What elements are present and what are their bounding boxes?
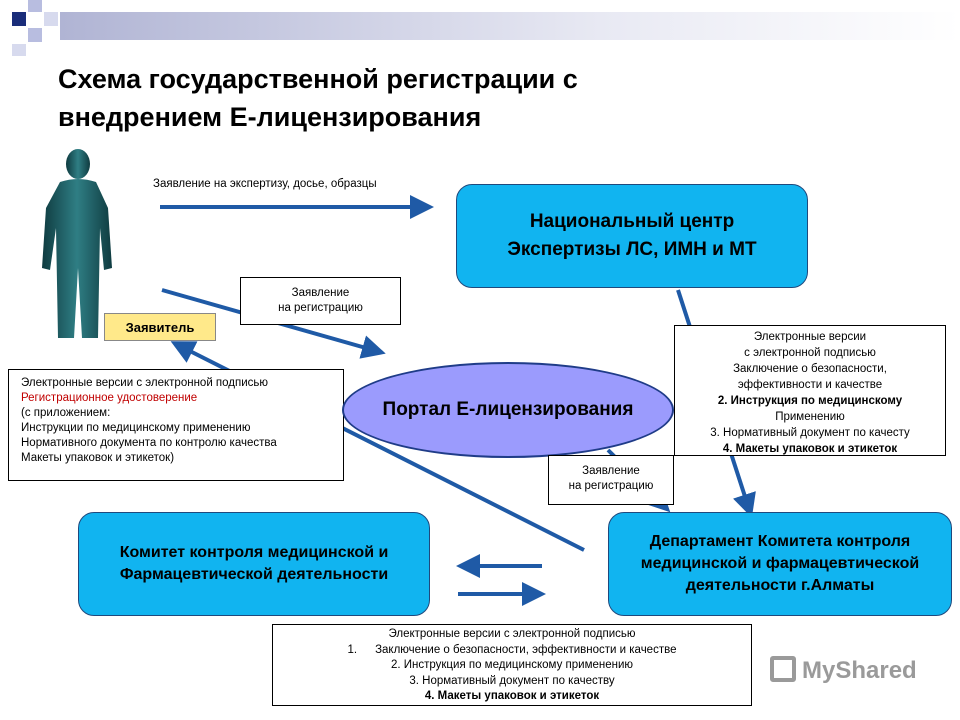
- left-box-line-2: Регистрационное удостоверение: [21, 392, 198, 404]
- bottom-box-line-1: Электронные версии с электронной подпись…: [388, 628, 636, 640]
- bottom-box-line-5: 4. Макеты упаковок и этикеток: [424, 690, 600, 702]
- bottom-box-line-2-number: 1.: [347, 643, 358, 656]
- watermark: MyShared: [770, 656, 917, 685]
- left-box-line-4: Инструкции по медицинскому применению: [21, 422, 251, 434]
- right-box-line-5: 2. Инструкция по медицинскому: [717, 395, 903, 407]
- decor-square-light: [28, 28, 42, 42]
- national-center-box: Национальный центр Экспертизы ЛС, ИМН и …: [456, 184, 808, 288]
- expert-docs-box: Электронные версии с электронной подпись…: [674, 325, 946, 456]
- right-box-line-8: 4. Макеты упаковок и этикеток: [722, 443, 898, 455]
- committee-box: Комитет контроля медицинской и Фармацевт…: [78, 512, 430, 616]
- right-box-line-6: Применению: [775, 411, 845, 423]
- department-line-1: Департамент Комитета контроля: [649, 533, 911, 550]
- left-box-line-3: (с приложением:: [21, 407, 111, 419]
- committee-line-2: Фармацевтической деятельности: [119, 566, 389, 583]
- watermark-logo-icon: [770, 656, 796, 682]
- app-reg2-line-1: Заявление: [582, 465, 640, 477]
- app-reg-line-2: на регистрацию: [278, 302, 363, 314]
- right-box-line-4: эффективности и качестве: [737, 379, 883, 391]
- applicant-label: Заявитель: [104, 313, 216, 341]
- department-docs-box: Электронные версии с электронной подпись…: [272, 624, 752, 706]
- title-line-1: Схема государственной регистрации с: [58, 64, 578, 94]
- decor-square-mid: [44, 12, 58, 26]
- application-registration-box-2: Заявление на регистрацию: [548, 455, 674, 505]
- bottom-box-line-2: 1. Заключение о безопасности, эффективнос…: [273, 643, 751, 659]
- arrow-label-top: Заявление на экспертизу, досье, образцы: [153, 178, 377, 190]
- right-box-line-3: Заключение о безопасности,: [733, 363, 887, 375]
- portal-ellipse: Портал Е-лицензирования: [342, 362, 674, 458]
- department-line-3: деятельности г.Алматы: [685, 577, 875, 594]
- person-silhouette-icon: [42, 149, 112, 338]
- department-line-2: медицинской и фармацевтической: [640, 555, 920, 572]
- watermark-text: MyShared: [802, 657, 917, 684]
- app-reg2-line-2: на регистрацию: [568, 480, 654, 492]
- header-bar: [60, 12, 960, 40]
- department-box: Департамент Комитета контроля медицинско…: [608, 512, 952, 616]
- left-box-line-1: Электронные версии с электронной подпись…: [21, 377, 269, 389]
- national-center-line-2: Экспертизы ЛС, ИМН и МТ: [507, 239, 757, 260]
- committee-line-1: Комитет контроля медицинской и: [119, 544, 389, 561]
- decor-square-mid: [12, 44, 26, 56]
- right-box-line-2: с электронной подписью: [744, 347, 876, 359]
- page-title: Схема государственной регистрации с внед…: [58, 60, 578, 136]
- national-center-line-1: Национальный центр: [529, 211, 735, 232]
- title-line-2: внедрением Е-лицензирования: [58, 102, 482, 132]
- left-box-line-5: Нормативного документа по контролю качес…: [21, 437, 277, 449]
- app-reg-line-1: Заявление: [291, 287, 350, 299]
- bottom-box-line-3: 2. Инструкция по медицинскому применению: [390, 659, 634, 671]
- bottom-box-line-4: 3. Нормативный документ по качеству: [409, 674, 615, 687]
- decor-square-light: [28, 0, 42, 12]
- right-box-line-7: 3. Нормативный документ по качесту: [710, 427, 910, 439]
- decor-square-dark: [12, 12, 26, 26]
- left-box-line-6: Макеты упаковок и этикеток): [21, 452, 175, 464]
- right-box-line-1: Электронные версии: [753, 331, 867, 343]
- applicant-docs-box: Электронные версии с электронной подпись…: [8, 369, 344, 481]
- application-registration-box: Заявление на регистрацию: [240, 277, 401, 325]
- bottom-box-line-2-text: Заключение о безопасности, эффективности…: [375, 643, 677, 656]
